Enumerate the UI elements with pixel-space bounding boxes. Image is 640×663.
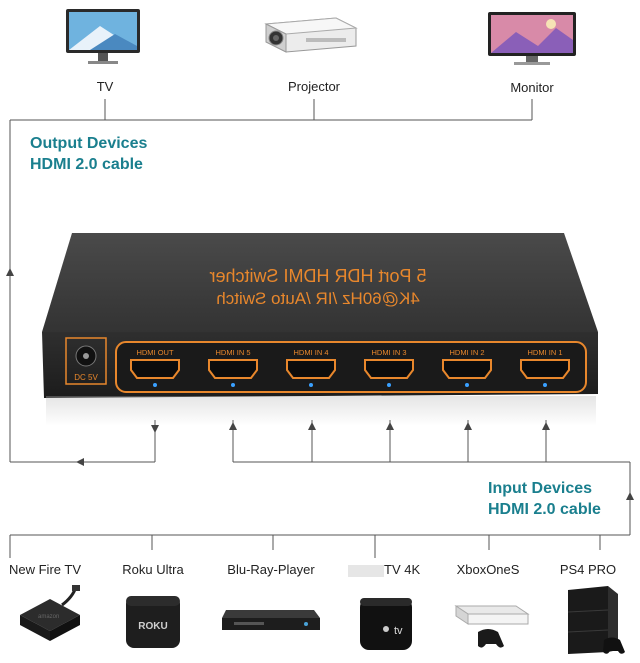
switcher-title: 5 Port HDR HDMI Switcher bbox=[209, 266, 426, 286]
port-label: HDMI OUT bbox=[136, 348, 173, 357]
roku-icon: ROKU bbox=[126, 596, 180, 648]
hdmi-port bbox=[520, 359, 570, 379]
blu-ray-player-icon bbox=[222, 610, 320, 630]
xbox-one-s-icon bbox=[454, 605, 530, 648]
device-label-new-fire-tv: New Fire TV bbox=[9, 562, 81, 577]
device-label-monitor: Monitor bbox=[510, 80, 554, 95]
dc-5v-label: DC 5V bbox=[74, 373, 98, 382]
svg-text:ROKU: ROKU bbox=[138, 621, 167, 632]
switcher-reflection bbox=[46, 396, 596, 426]
svg-text:tv: tv bbox=[394, 625, 403, 637]
device-label-apple-tv-4k: TV 4K bbox=[384, 562, 421, 577]
port-led bbox=[153, 383, 157, 387]
hdmi-port bbox=[130, 359, 180, 379]
port-label: HDMI IN 5 bbox=[215, 348, 250, 357]
svg-text:amazon: amazon bbox=[38, 614, 59, 620]
apple-logo-blur bbox=[348, 565, 384, 577]
input-caption-line1: Input Devices bbox=[488, 480, 593, 497]
hdmi-switcher: 5 Port HDR HDMI Switcher 4K@60Hz /IR /Au… bbox=[42, 233, 598, 398]
port-led bbox=[309, 383, 313, 387]
port-led bbox=[465, 383, 469, 387]
device-label-xbox-one-s: XboxOneS bbox=[456, 562, 520, 577]
port-label: HDMI IN 1 bbox=[527, 348, 562, 357]
switcher-subtitle: 4K@60Hz /IR /Auto Switch bbox=[216, 289, 419, 308]
apple-tv-icon: tv bbox=[360, 598, 412, 650]
hdmi-port bbox=[208, 359, 258, 379]
output-devices-caption: Output Devices HDMI 2.0 cable bbox=[30, 133, 147, 175]
hdmi-port bbox=[442, 359, 492, 379]
projector-icon bbox=[264, 17, 358, 53]
input-devices-caption: Input Devices HDMI 2.0 cable bbox=[488, 478, 601, 520]
hdmi-port bbox=[364, 359, 414, 379]
hdmi-port bbox=[286, 359, 336, 379]
output-caption-line2: HDMI 2.0 cable bbox=[30, 156, 143, 173]
device-label-projector: Projector bbox=[287, 79, 341, 94]
input-caption-line2: HDMI 2.0 cable bbox=[488, 501, 601, 518]
device-label-roku-ultra: Roku Ultra bbox=[122, 562, 184, 577]
device-label-blu-ray-player: Blu-Ray-Player bbox=[227, 562, 315, 577]
output-caption-line1: Output Devices bbox=[30, 135, 148, 152]
port-led bbox=[543, 383, 547, 387]
port-label: HDMI IN 2 bbox=[449, 348, 484, 357]
device-label-tv: TV bbox=[96, 79, 114, 94]
ps4-pro-icon bbox=[567, 586, 625, 654]
port-label: HDMI IN 3 bbox=[371, 348, 406, 357]
tv-icon bbox=[66, 9, 140, 64]
device-label-ps4-pro: PS4 PRO bbox=[559, 562, 617, 577]
monitor-icon bbox=[488, 12, 576, 65]
port-led bbox=[231, 383, 235, 387]
port-label: HDMI IN 4 bbox=[293, 348, 328, 357]
port-led bbox=[387, 383, 391, 387]
fire-tv-icon: amazon bbox=[20, 585, 80, 641]
